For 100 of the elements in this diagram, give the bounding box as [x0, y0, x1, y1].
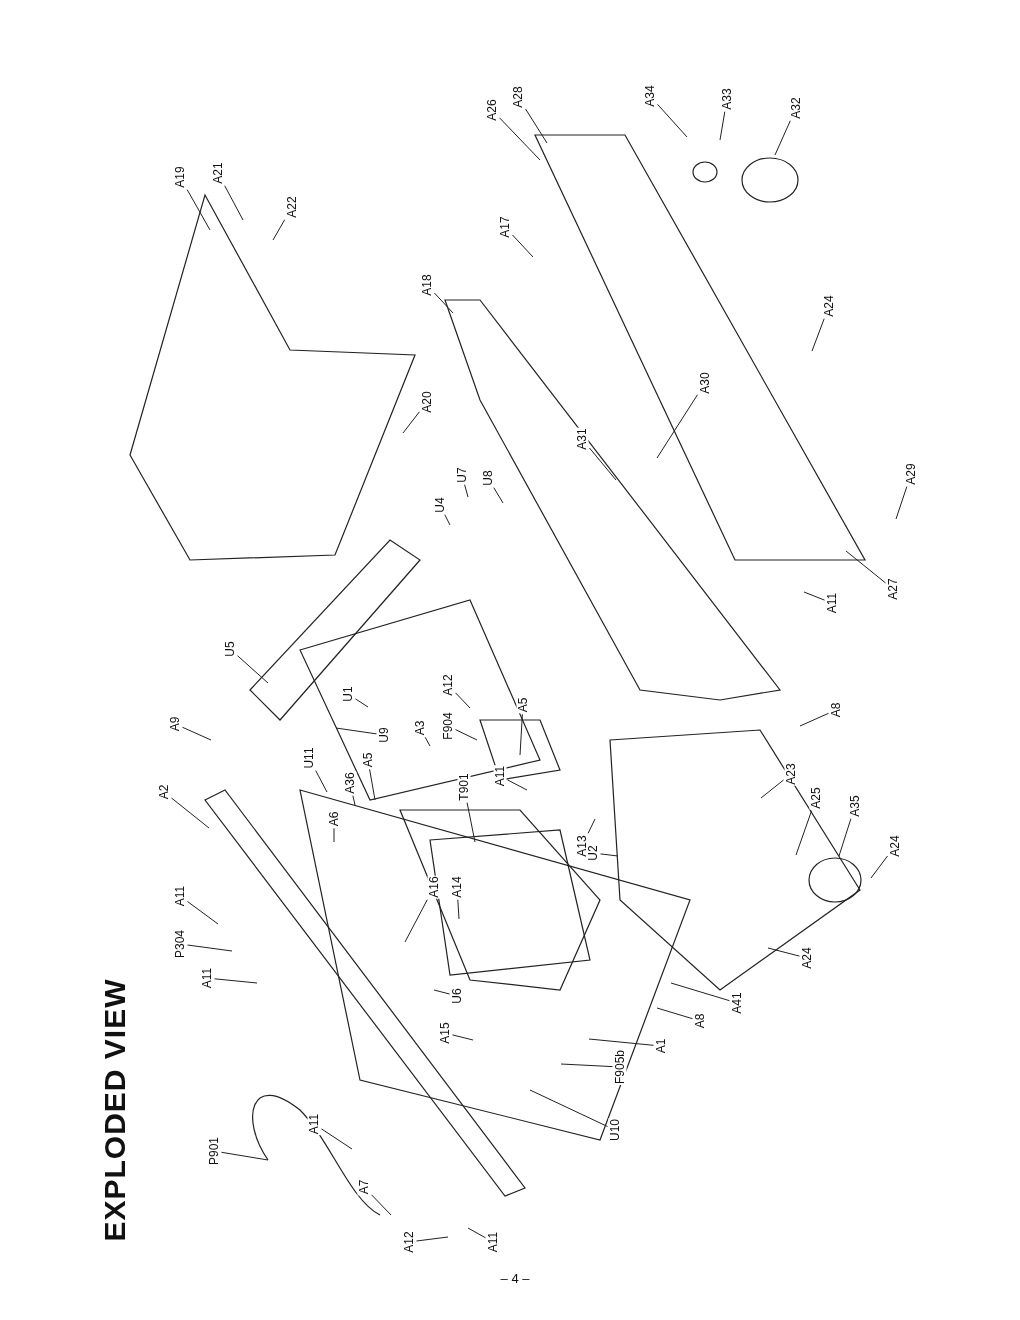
part-number: U2	[586, 844, 600, 862]
part-number: A20	[420, 390, 434, 414]
part-number: A33	[720, 87, 734, 111]
leader-line	[321, 1128, 353, 1150]
part-number: A11	[307, 1112, 321, 1136]
leader-line	[838, 818, 852, 857]
leader-line	[371, 1194, 392, 1216]
part-number: U10	[608, 1118, 622, 1142]
leader-line	[464, 484, 469, 498]
part-number: A24	[800, 946, 814, 970]
part-number: A1	[654, 1037, 668, 1055]
leader-line	[187, 944, 233, 952]
leader-line	[767, 947, 800, 957]
leader-line	[587, 818, 596, 834]
part-number: A8	[693, 1012, 707, 1030]
leader-line	[811, 318, 825, 352]
leader-line	[507, 779, 528, 791]
leader-line	[512, 234, 534, 258]
part-number: A22	[285, 195, 299, 219]
leader-line	[224, 185, 244, 221]
part-number: A15	[438, 1021, 452, 1045]
leader-line	[434, 292, 454, 314]
part-number: A13	[575, 834, 589, 858]
part-number: A11	[825, 591, 839, 615]
part-number: A30	[698, 371, 712, 395]
leader-line	[799, 712, 829, 727]
leader-line	[182, 726, 212, 741]
leader-line	[870, 855, 888, 879]
leader-line	[656, 1007, 693, 1020]
part-number: A41	[730, 991, 744, 1015]
leader-line	[493, 487, 504, 504]
leader-line	[333, 827, 335, 843]
part-number: A34	[643, 84, 657, 108]
part-number: F904	[441, 711, 455, 741]
leader-line	[803, 591, 825, 601]
leader-line	[656, 394, 698, 459]
part-number: U4	[433, 496, 447, 514]
part-number: P901	[207, 1136, 221, 1166]
part-number: A17	[498, 215, 512, 239]
part-number: U6	[450, 987, 464, 1005]
leader-line	[221, 1151, 269, 1161]
part-number: A3	[413, 719, 427, 737]
part-number: A12	[402, 1230, 416, 1254]
part-number: A7	[357, 1178, 371, 1196]
part-number: A19	[173, 165, 187, 189]
leader-line	[237, 655, 269, 684]
leader-line	[369, 768, 376, 801]
part-number: A36	[343, 771, 357, 795]
part-number: A11	[173, 884, 187, 908]
leader-line	[452, 1034, 474, 1041]
part-number: U11	[302, 746, 316, 770]
page-number: – 4 –	[500, 1270, 530, 1286]
part-number: A23	[784, 762, 798, 786]
part-number: U8	[481, 469, 495, 487]
part-number: T901	[457, 772, 471, 802]
leader-line	[457, 899, 460, 920]
part-number: A32	[789, 96, 803, 120]
leader-line	[272, 219, 286, 241]
part-number: A24	[888, 834, 902, 858]
part-number: A11	[200, 966, 214, 990]
part-number: A14	[450, 875, 464, 899]
leader-line	[600, 853, 619, 857]
part-number: A6	[327, 810, 341, 828]
part-number: P304	[173, 929, 187, 959]
part-number: A21	[211, 161, 225, 185]
leader-line	[315, 770, 328, 793]
part-number: A28	[511, 85, 525, 109]
leader-line	[795, 810, 813, 856]
page-title: EXPLODED VIEW	[98, 978, 132, 1242]
part-number: A2	[157, 783, 171, 801]
leader-line	[444, 514, 451, 526]
part-number: U1	[341, 685, 355, 703]
part-number: A27	[886, 577, 900, 601]
leader-line	[352, 795, 356, 806]
leader-line	[466, 802, 476, 843]
leader-line	[416, 1236, 449, 1242]
leader-line	[433, 989, 450, 995]
leader-line	[404, 899, 428, 943]
leader-line	[214, 978, 258, 984]
leader-line	[774, 120, 791, 156]
part-number: A8	[829, 701, 843, 719]
part-number: A16	[427, 875, 441, 899]
leader-line	[719, 111, 726, 141]
part-number: A12	[441, 673, 455, 697]
part-number: A35	[848, 794, 862, 818]
leader-line	[355, 698, 369, 708]
part-number: A24	[822, 294, 836, 318]
part-number: U5	[223, 640, 237, 658]
part-number: A25	[809, 786, 823, 810]
leader-line	[424, 736, 431, 747]
leader-line	[171, 797, 210, 829]
leader-line	[560, 1063, 613, 1068]
leader-line	[760, 779, 784, 799]
part-number: A11	[493, 764, 507, 788]
leader-line	[589, 447, 617, 481]
part-number: F905b	[613, 1049, 627, 1085]
leader-line	[455, 692, 471, 709]
leader-line	[529, 1089, 608, 1127]
leader-line	[895, 486, 908, 520]
leader-line	[845, 550, 886, 584]
